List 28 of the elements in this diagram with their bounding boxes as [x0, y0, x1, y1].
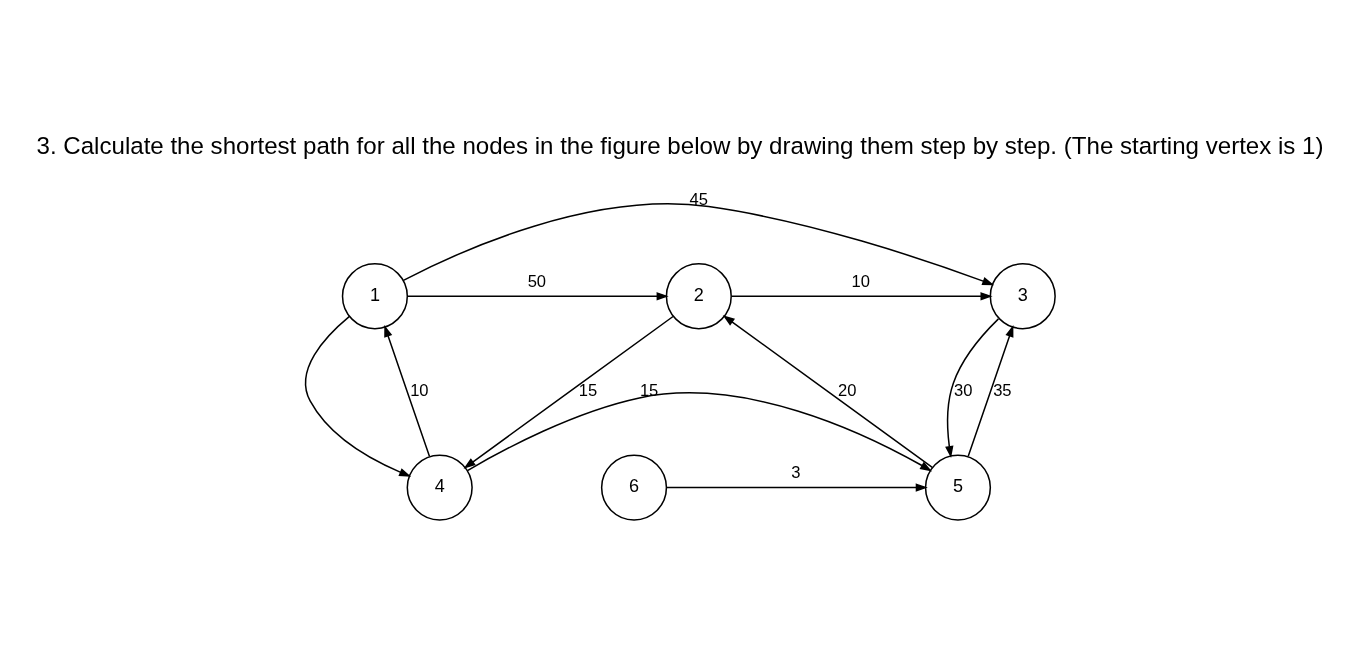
arrow: [466, 391, 933, 471]
arrow: [463, 315, 674, 469]
arrow: [407, 291, 669, 300]
edge-label: 45: [689, 189, 709, 209]
arrow: [304, 315, 412, 477]
edge-label: 30: [954, 380, 973, 400]
arrow: [666, 482, 928, 492]
arrow: [730, 291, 993, 300]
edge-label: 10: [410, 380, 429, 400]
node-circle: 1: [341, 262, 409, 329]
node-circle: 6: [600, 453, 668, 521]
edge-label: 20: [837, 380, 857, 400]
edge-label: 15: [639, 380, 659, 400]
arrow: [402, 202, 995, 285]
edge-label: 3: [791, 462, 801, 482]
node-circle: 4: [406, 453, 473, 521]
node-circle: 2: [665, 262, 732, 329]
arrow: [722, 314, 933, 468]
edge-label: 50: [527, 271, 547, 291]
arrow: [945, 317, 1000, 458]
edge-label: 15: [578, 380, 598, 400]
edge-label: 35: [993, 380, 1012, 400]
arrow: [967, 324, 1014, 457]
node-circle: 5: [924, 453, 992, 521]
diagram-title: 3. Calculate the shortest path for all the nodes in the figure below by drawing them step by step. (The starting vertex is 1): [36, 131, 1324, 159]
edge-label: 10: [851, 271, 870, 291]
arrow: [384, 324, 431, 457]
node-circle: 3: [989, 262, 1056, 329]
